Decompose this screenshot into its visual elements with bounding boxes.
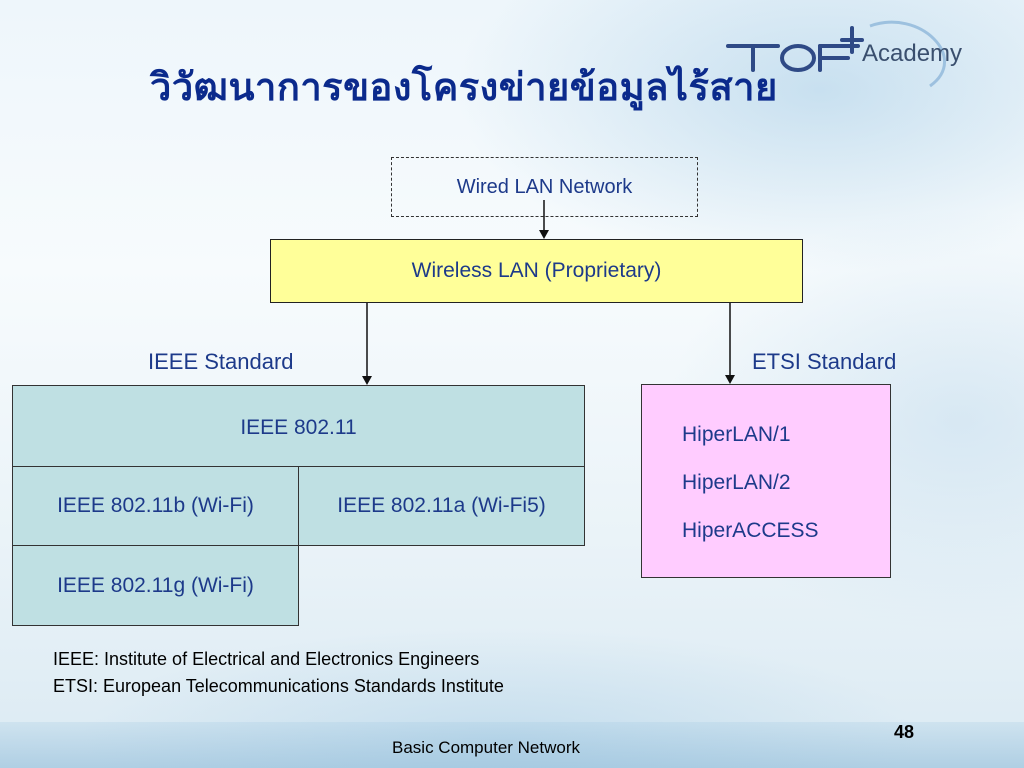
note-etsi: ETSI: European Telecommunications Standa… [53, 676, 504, 696]
etsi-standard-label: ETSI Standard [752, 349, 897, 374]
etsi-item-hiperaccess: HiperACCESS [682, 519, 819, 542]
ieee-80211b-box: IEEE 802.11b (Wi-Fi) [12, 466, 299, 546]
footer-band [0, 722, 1024, 768]
ieee-80211a-box: IEEE 802.11a (Wi-Fi5) [298, 466, 585, 546]
wired-lan-box: Wired LAN Network [391, 157, 698, 217]
etsi-item-hiperlan1: HiperLAN/1 [682, 423, 791, 446]
footer-text: Basic Computer Network [392, 738, 581, 757]
etsi-standards-box: HiperLAN/1 HiperLAN/2 HiperACCESS [641, 384, 891, 578]
logo-text: Academy [862, 40, 963, 67]
note-ieee: IEEE: Institute of Electrical and Electr… [53, 649, 480, 669]
slide-number: 48 [894, 722, 915, 742]
wireless-lan-box: Wireless LAN (Proprietary) [270, 239, 803, 303]
ieee-standard-label: IEEE Standard [148, 349, 294, 374]
ieee-80211g-box: IEEE 802.11g (Wi-Fi) [12, 545, 299, 626]
acronym-notes: IEEE: Institute of Electrical and Electr… [53, 646, 504, 700]
etsi-item-hiperlan2: HiperLAN/2 [682, 471, 791, 494]
slide-title: วิวัฒนาการของโครงข่ายข้อมูลไร้สาย [150, 65, 778, 109]
ieee-80211-box: IEEE 802.11 [12, 385, 585, 467]
tot-academy-logo [726, 20, 946, 88]
